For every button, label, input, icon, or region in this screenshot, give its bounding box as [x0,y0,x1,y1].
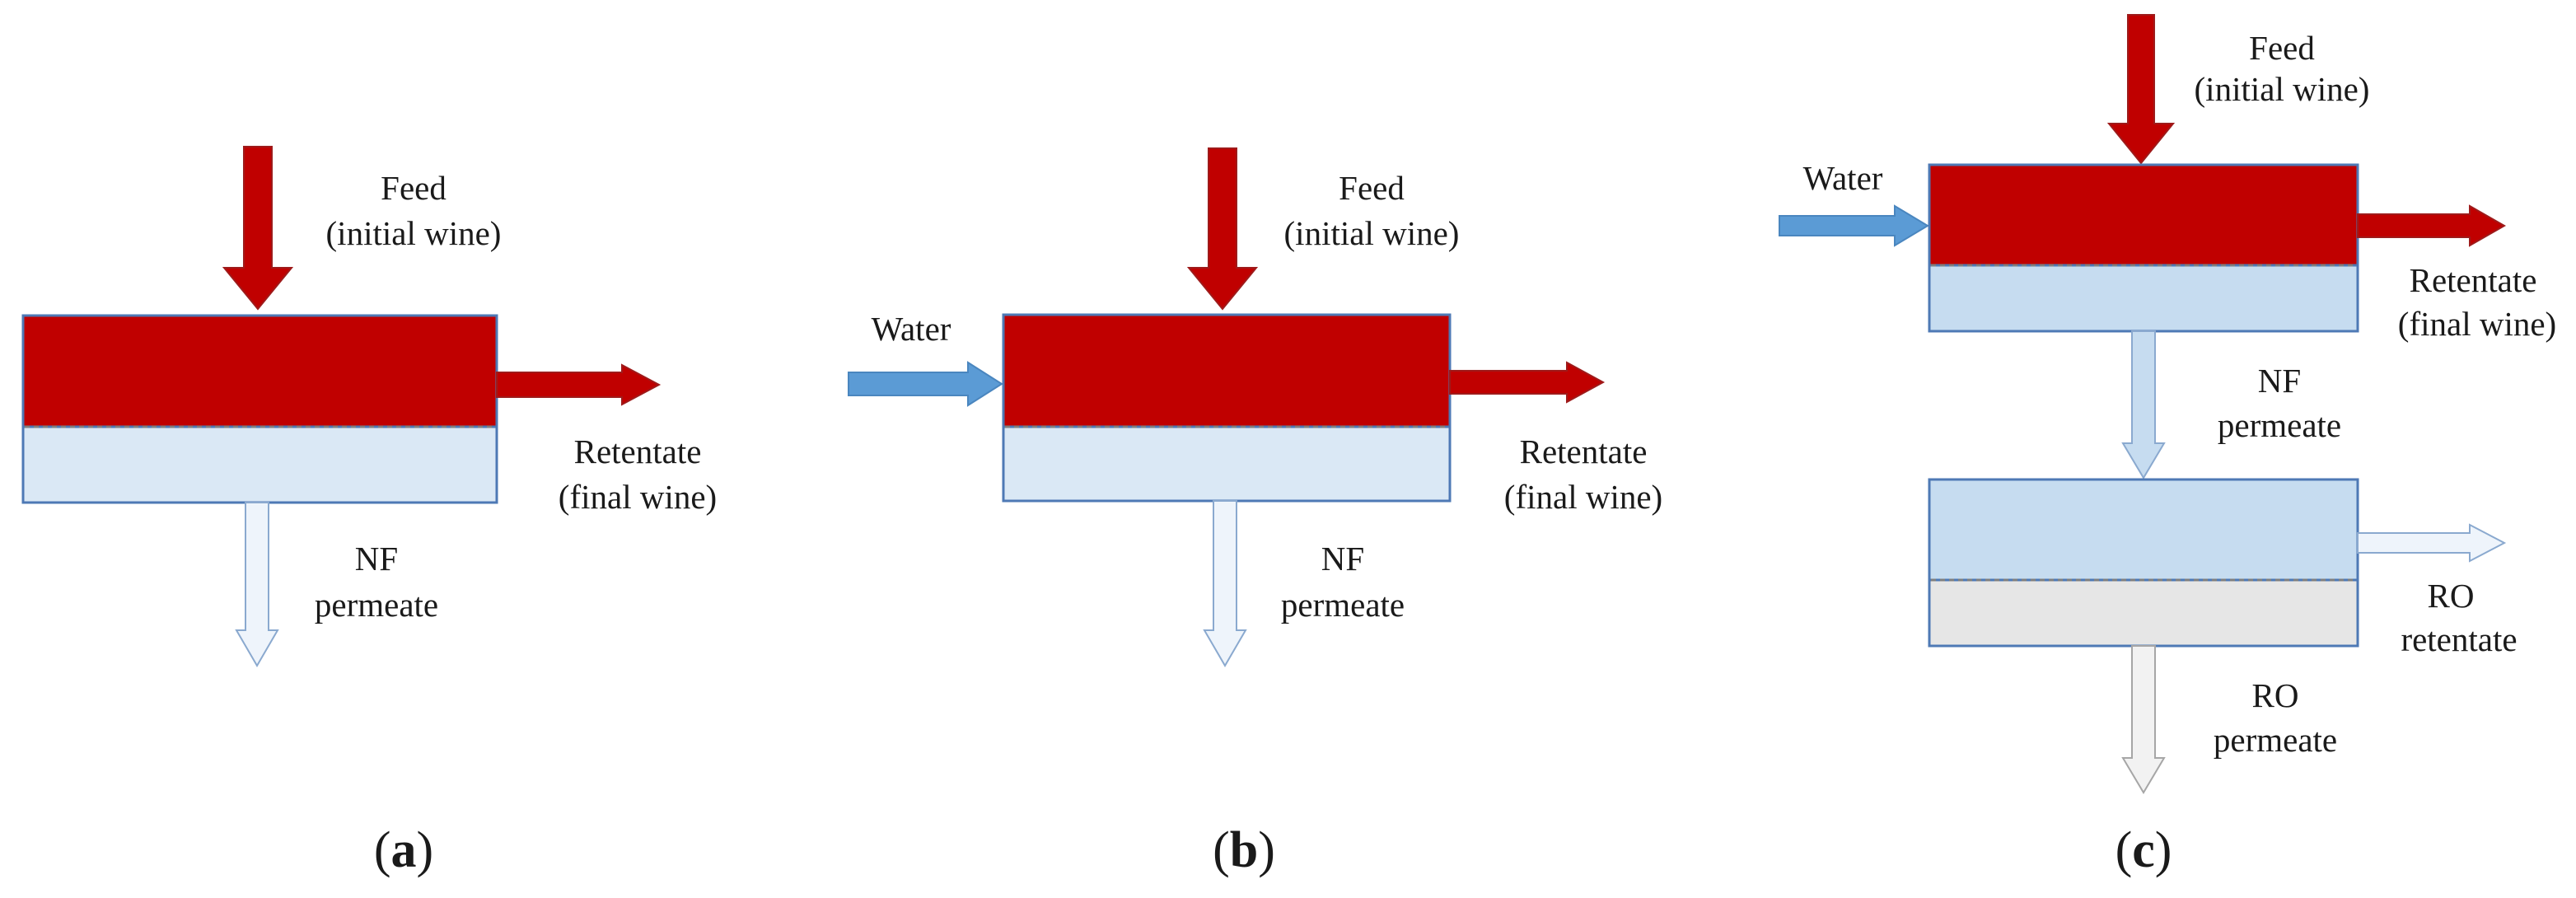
retentate-arrow [1449,361,1606,404]
feed-sublabel: (initial wine) [2195,70,2370,108]
nf-permeate-arrow [235,502,279,667]
retentate-arrow [2357,204,2507,247]
ro-retentate-arrow [2357,523,2507,563]
permeate-label: NF [355,540,398,578]
permeate-compartment [21,425,498,504]
ro-permeate-sublabel: permeate [2214,721,2337,759]
wine-compartment [21,314,498,428]
nf-permeate-sublabel: permeate [2218,406,2341,444]
caption-b: (b) [1213,822,1275,878]
permeate-compartment [1002,425,1452,503]
panel-b: Water Feed (initial wine) Retentate (fin… [848,147,1662,878]
water-arrow [848,361,1003,407]
nf-permeate-compartment [1928,264,2359,333]
feed-arrow [1186,147,1259,311]
permeate-sublabel: permeate [315,586,438,624]
wine-compartment [1928,163,2359,267]
feed-sublabel: (initial wine) [326,214,502,252]
water-arrow [1779,204,1929,247]
ro-permeate-label: RO [2252,676,2299,714]
nf-permeate-arrow [1203,500,1247,667]
nf-permeate-arrow [2121,330,2166,479]
feed-label: Feed [1339,169,1405,207]
caption-c: (c) [2115,822,2172,878]
feed-label: Feed [2249,29,2315,67]
ro-feed-compartment [1928,478,2359,582]
permeate-sublabel: permeate [1281,586,1405,624]
caption-a: (a) [374,822,433,878]
ro-retentate-label: RO [2428,577,2475,615]
ro-permeate-arrow [2121,645,2166,794]
feed-label: Feed [381,169,446,207]
retentate-label: Retentate [574,433,702,470]
permeate-label: NF [1321,540,1364,578]
ro-permeate-compartment [1928,578,2359,648]
retentate-label: Retentate [2410,261,2537,299]
wine-compartment [1002,313,1452,428]
water-label: Water [1803,159,1883,197]
panel-c: Water Feed (initial wine) Retentate (fin… [1779,14,2556,878]
retentate-arrow [496,363,662,406]
retentate-sublabel: (final wine) [1504,478,1662,516]
feed-arrow [2106,14,2176,165]
retentate-sublabel: (final wine) [559,478,717,516]
retentate-label: Retentate [1520,433,1648,470]
panel-a: Feed (initial wine) Retentate (final win… [21,146,717,878]
ro-retentate-sublabel: retentate [2401,620,2517,658]
water-label: Water [872,310,951,348]
nf-permeate-label: NF [2258,362,2301,400]
retentate-sublabel: (final wine) [2398,305,2556,343]
feed-arrow [222,146,294,311]
feed-sublabel: (initial wine) [1284,214,1460,252]
